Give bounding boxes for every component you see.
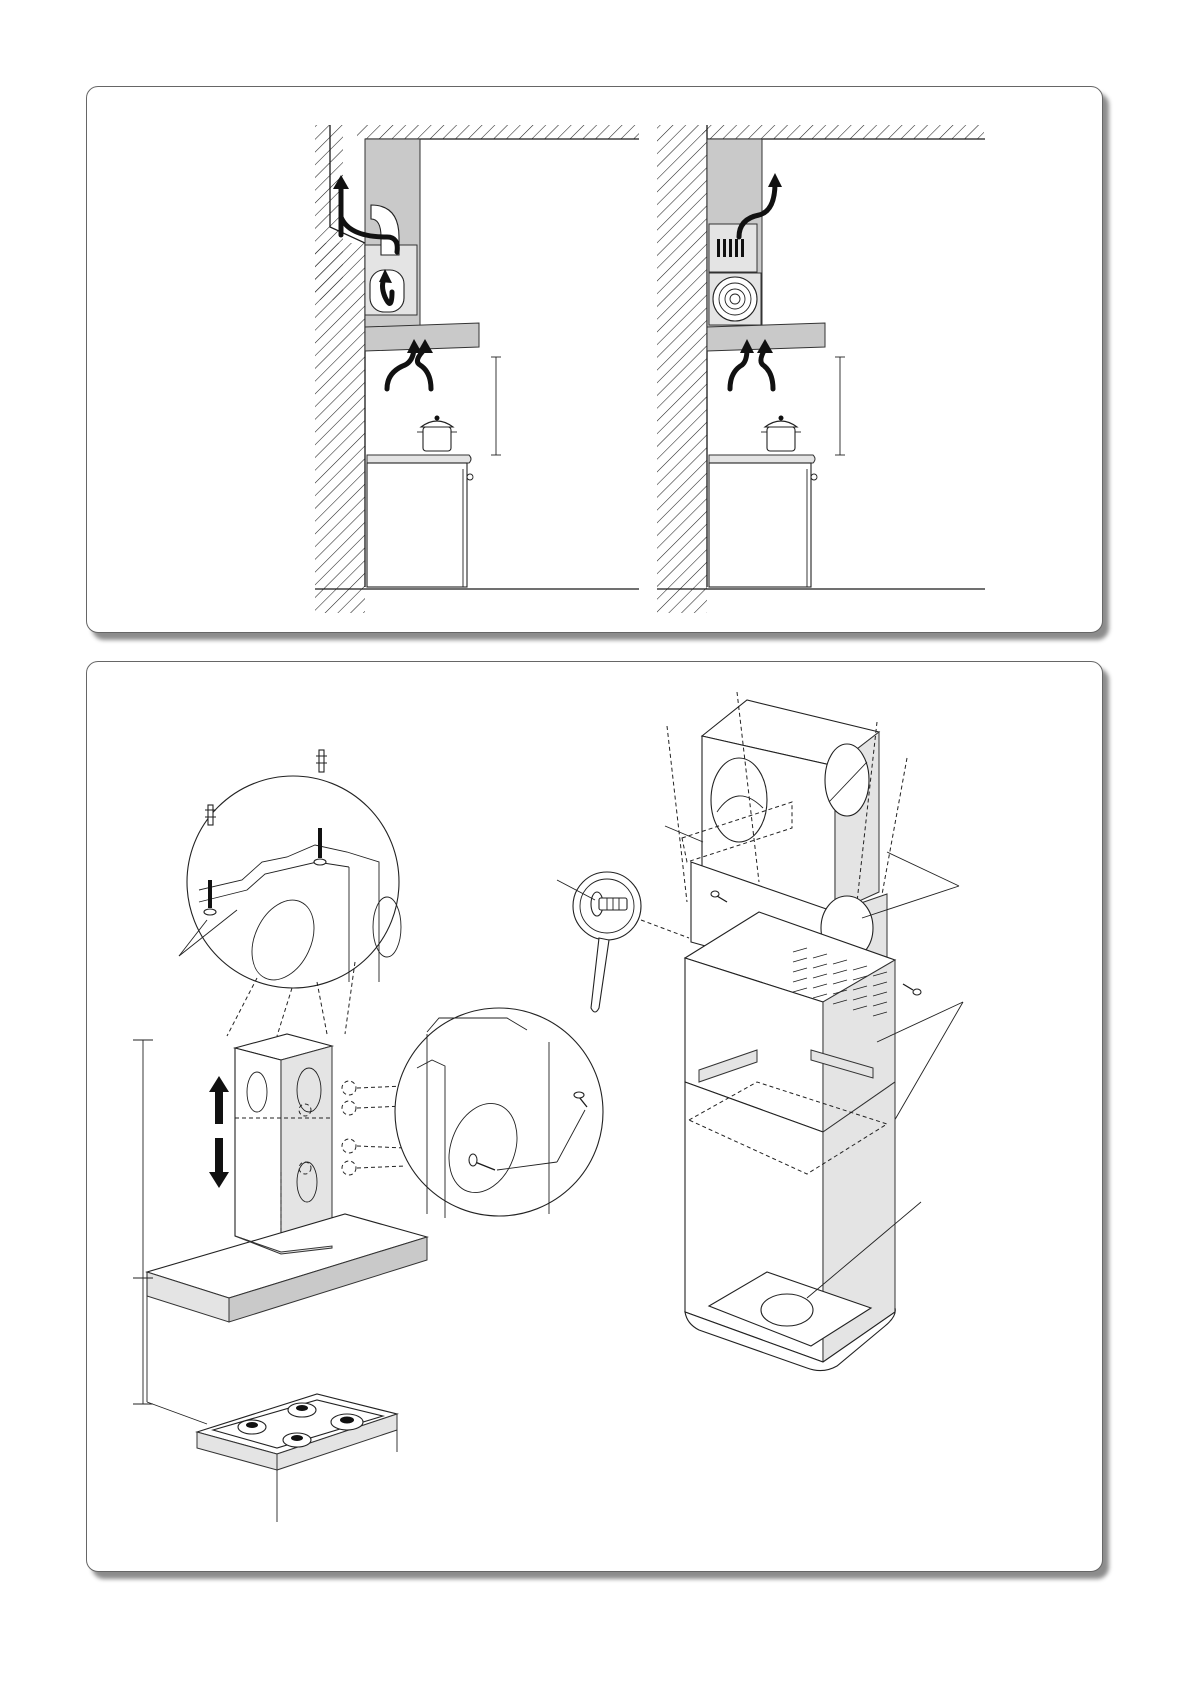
outer-chimney-lower xyxy=(685,1082,895,1371)
chimney-mounting-view xyxy=(133,750,427,1522)
airflow-modes-panel xyxy=(86,86,1103,633)
airflow-modes-diagram xyxy=(87,87,1102,632)
recirculation-view xyxy=(657,125,985,613)
hob xyxy=(197,1394,397,1522)
ceiling-bracket-detail xyxy=(179,750,401,990)
filter-assembly-view xyxy=(557,692,963,1371)
installation-diagram xyxy=(87,662,1102,1571)
wall-hatch-icon xyxy=(315,125,639,613)
wall-hatch-icon xyxy=(657,125,984,613)
ducted-exhaust-view xyxy=(315,125,639,613)
slide-arrow-icon xyxy=(209,1076,229,1188)
pot-icon xyxy=(417,416,457,452)
screwdriver-icon xyxy=(573,872,641,1012)
pot-icon xyxy=(761,416,801,452)
screw-detail xyxy=(395,1008,603,1218)
installation-panel xyxy=(86,661,1103,1572)
chimney-body xyxy=(235,1034,332,1252)
